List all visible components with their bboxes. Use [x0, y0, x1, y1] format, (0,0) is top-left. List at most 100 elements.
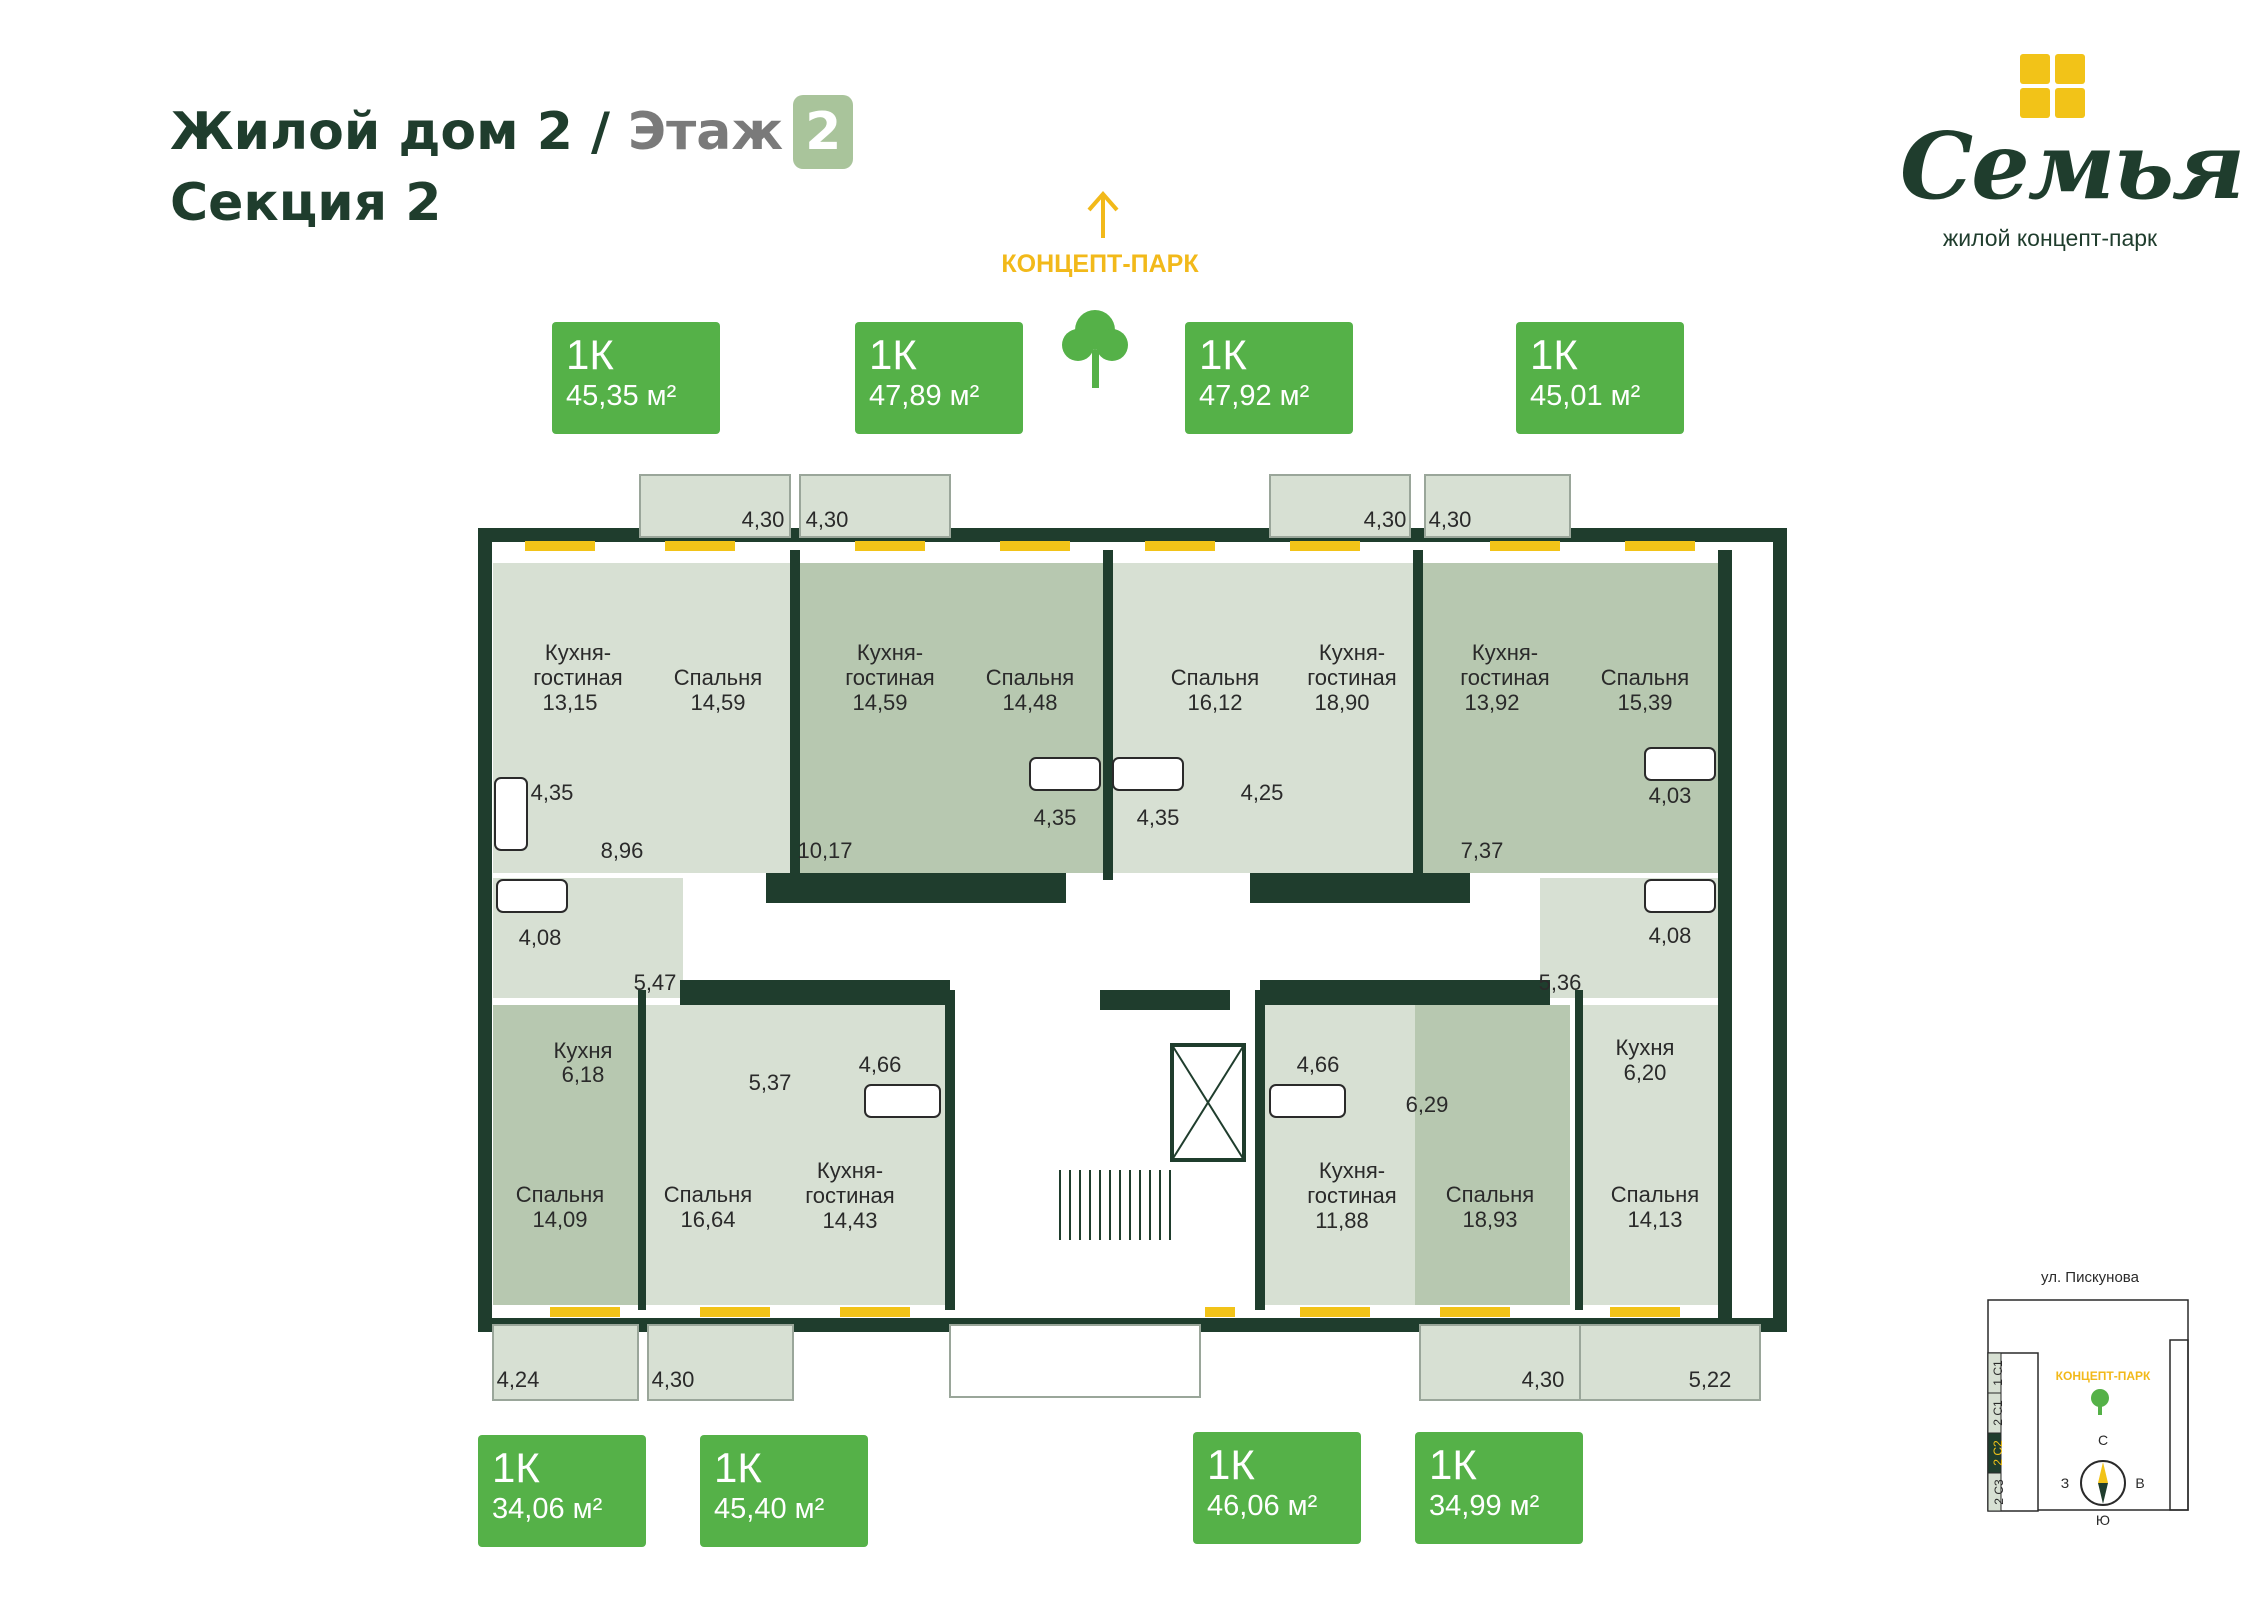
svg-text:4,66: 4,66 [1297, 1052, 1340, 1077]
balcony-common [949, 1324, 1201, 1398]
room-area: 16,64 [680, 1207, 735, 1232]
room [493, 1005, 638, 1305]
balconies [492, 474, 1761, 1401]
room-name: Кухня- [817, 1158, 883, 1183]
room-name: Кухня- [1319, 640, 1385, 665]
small-area-labels: 4,35 8,96 10,17 4,35 4,35 4,25 7,37 4,03… [519, 780, 1692, 1117]
minimap-section: 2 С1 [1991, 1400, 2005, 1426]
apartment-tile[interactable]: 1К 47,89 м² [855, 322, 1023, 434]
room-name: Спальня [1171, 665, 1259, 690]
svg-text:5,36: 5,36 [1539, 970, 1582, 995]
bathroom-fixtures [494, 747, 1716, 1118]
svg-text:6,29: 6,29 [1406, 1092, 1449, 1117]
room-area: 13,15 [542, 690, 597, 715]
room [1265, 1005, 1415, 1305]
apartment-type: 1К [492, 1444, 540, 1491]
minimap-street: ул. Пискунова [2041, 1269, 2140, 1286]
room-labels: Кухня- гостиная 13,15 Спальня 14,59 Кухн… [516, 640, 1699, 1233]
room-area: 14,13 [1627, 1207, 1682, 1232]
room-area: 14,43 [822, 1208, 877, 1233]
apartment-type: 1К [1199, 331, 1247, 378]
tree-icon [1062, 310, 1128, 388]
apartment-area: 34,06 м² [492, 1493, 603, 1525]
room [1415, 1005, 1570, 1305]
svg-text:4,66: 4,66 [859, 1052, 902, 1077]
apartment-area: 34,99 м² [1429, 1490, 1540, 1522]
logo-wordmark: Семья [1900, 112, 2245, 220]
svg-text:10,17: 10,17 [797, 838, 852, 863]
apartment-tile[interactable]: 1К 45,40 м² [700, 1435, 868, 1547]
room [1420, 563, 1725, 873]
minimap-section: 2 С3 [1992, 1479, 2006, 1505]
room-name: гостиная [1307, 1183, 1396, 1208]
apartment-tile[interactable]: 1К 47,92 м² [1185, 322, 1353, 434]
room-name: Спальня [674, 665, 762, 690]
room [1580, 1005, 1725, 1305]
apartment-tile[interactable]: 1К 34,06 м² [478, 1435, 646, 1547]
windows [525, 541, 1695, 1317]
apartment-type: 1К [1530, 331, 1578, 378]
apartment-type: 1К [1429, 1441, 1477, 1488]
svg-text:4,30: 4,30 [1522, 1367, 1565, 1392]
svg-text:5,37: 5,37 [749, 1070, 792, 1095]
apartment-tile[interactable]: 1К 34,99 м² [1415, 1432, 1583, 1544]
site-minimap[interactable]: ул. Пискунова 2 С3 2 С2 2 С1 1 С1 КОНЦЕП… [1987, 1269, 2189, 1528]
room-name: гостиная [1460, 665, 1549, 690]
section-name: Секция 2 [170, 173, 442, 233]
apartment-area: 45,01 м² [1530, 380, 1641, 412]
park-direction-label: КОНЦЕПТ-ПАРК [1001, 250, 1199, 278]
svg-text:4,35: 4,35 [531, 780, 574, 805]
room-name: Спальня [516, 1182, 604, 1207]
room-area: 14,09 [532, 1207, 587, 1232]
svg-text:4,35: 4,35 [1034, 805, 1077, 830]
svg-text:4,30: 4,30 [652, 1367, 695, 1392]
room-name: Кухня- [1472, 640, 1538, 665]
apartment-type: 1К [714, 1444, 762, 1491]
building-name: Жилой дом 2 [170, 102, 573, 162]
room-area: 15,39 [1617, 690, 1672, 715]
room-area: 14,59 [852, 690, 907, 715]
room [1110, 563, 1415, 873]
room-area: 16,12 [1187, 690, 1242, 715]
room-area: 18,93 [1462, 1207, 1517, 1232]
title-separator: / [590, 102, 610, 162]
balcony-labels: 4,30 4,30 4,30 4,30 4,24 4,30 4,30 5,22 [497, 507, 1732, 1392]
svg-text:4,08: 4,08 [519, 925, 562, 950]
apartment-tile[interactable]: 1К 46,06 м² [1193, 1432, 1361, 1544]
room [645, 1005, 945, 1305]
svg-text:4,30: 4,30 [1429, 507, 1472, 532]
svg-text:Ю: Ю [2096, 1512, 2110, 1528]
room-name: Спальня [664, 1182, 752, 1207]
room-name: Спальня [1611, 1182, 1699, 1207]
svg-text:В: В [2135, 1475, 2144, 1491]
room-name: гостиная [533, 665, 622, 690]
room-name: Кухня [1616, 1035, 1675, 1060]
minimap-section: 2 С2 [1991, 1440, 2005, 1466]
apartment-type: 1К [1207, 1441, 1255, 1488]
apartment-area: 45,35 м² [566, 380, 677, 412]
logo-squares-icon [2020, 54, 2085, 118]
floor-number-badge[interactable]: 2 [793, 95, 854, 169]
stairs-icon [1059, 1170, 1171, 1240]
room-area: 11,88 [1315, 1208, 1368, 1233]
apartment-area: 46,06 м² [1207, 1490, 1318, 1522]
room-name: Кухня [554, 1038, 613, 1063]
svg-text:4,25: 4,25 [1241, 780, 1284, 805]
apartment-tile[interactable]: 1К 45,35 м² [552, 322, 720, 434]
room-name: Спальня [986, 665, 1074, 690]
brand-logo: Семья жилой концепт-парк [1900, 50, 2245, 260]
apartment-tile[interactable]: 1К 45,01 м² [1516, 322, 1684, 434]
floor-label: Этаж [627, 102, 784, 162]
svg-text:5,47: 5,47 [634, 970, 677, 995]
room-name: гостиная [1307, 665, 1396, 690]
apartment-area: 47,89 м² [869, 380, 980, 412]
room-name: Кухня- [857, 640, 923, 665]
svg-text:4,30: 4,30 [742, 507, 785, 532]
minimap-park-label: КОНЦЕПТ-ПАРК [2056, 1369, 2151, 1383]
room-name: гостиная [845, 665, 934, 690]
room-area: 18,90 [1314, 690, 1369, 715]
svg-text:4,24: 4,24 [497, 1367, 540, 1392]
svg-text:4,35: 4,35 [1137, 805, 1180, 830]
